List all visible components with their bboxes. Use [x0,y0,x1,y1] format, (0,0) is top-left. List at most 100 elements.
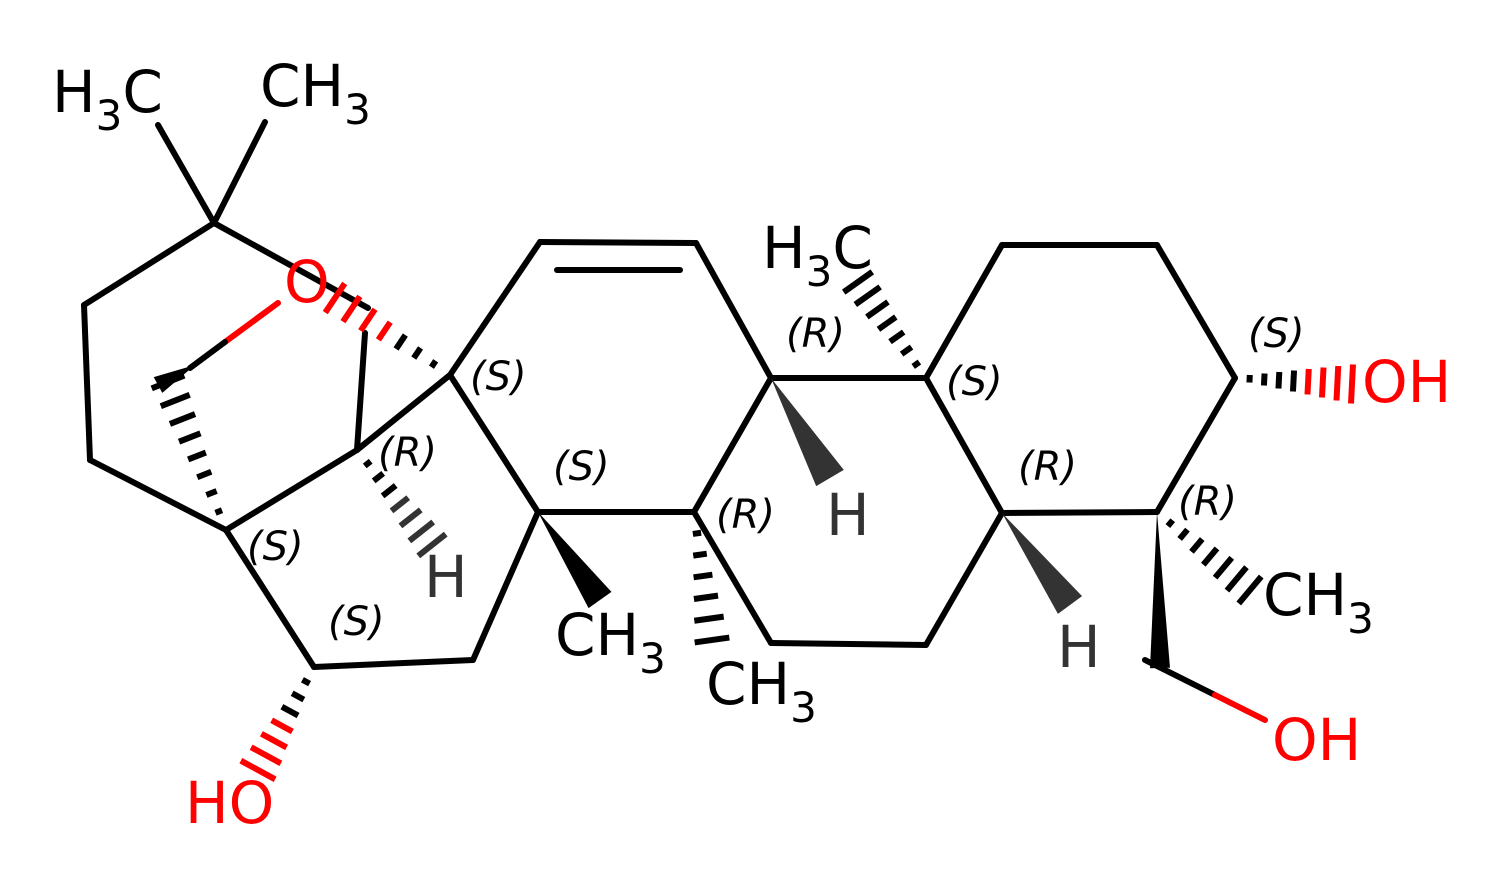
hashed-bond [692,529,702,537]
hashed-bond [1201,546,1220,567]
hashed-bond [1318,367,1327,398]
hashed-bond [375,320,393,342]
hashed-bond [322,281,348,315]
bond [470,509,541,663]
stereo-label: (S) [1248,311,1305,357]
hashed-bond [1333,365,1342,401]
atom-label-ch3: CH3 [706,650,817,732]
atom-label-ch3: CH3 [260,52,371,134]
hashed-bond [358,307,378,333]
bond [1154,375,1238,515]
bond [187,339,228,371]
wedge-bond [771,378,844,487]
atom-label-oh: OH [1362,348,1451,416]
bond [447,372,541,515]
bond [211,220,371,311]
bond [691,375,774,515]
hashed-bond [398,507,423,529]
atom-label-ho: HO [185,769,274,837]
hashed-bond [1289,370,1298,392]
bond [1154,242,1238,381]
bonds [81,119,1268,723]
hashed-bond [280,704,300,719]
bond [1212,692,1268,723]
hashed-bond [380,483,398,499]
hashed-bond [249,744,283,767]
stereo-label: (R) [378,430,437,476]
bond [311,657,476,670]
stereo-label: (S) [553,444,610,490]
bond [87,457,229,533]
hashed-bond [1304,368,1312,395]
bond [768,640,929,648]
stereo-label: (R) [716,492,775,538]
hashed-bond [407,519,436,544]
hashed-bond [1275,371,1283,389]
hashed-bond [205,488,218,498]
hashed-bond [911,359,922,369]
bond [693,240,774,381]
hashed-bond [290,690,306,703]
hashed-bond [888,329,906,345]
bond [354,330,368,453]
bond [354,372,453,453]
stereo-label: (R) [1018,444,1077,490]
hashed-bond [853,284,882,307]
hashed-bond [1348,364,1356,404]
hashed-bond [694,634,730,646]
bond [223,527,317,670]
hashed-bond [841,269,875,295]
atom-label-h: H [424,543,468,611]
hashed-bond [693,613,725,624]
bond [691,509,774,646]
bond [81,302,93,463]
atom-labels: H3C CH3 O H3C OH H H H CH3 CH3 CH3 OH HO [52,52,1451,837]
bond [999,509,1160,516]
atom-label-oh: OH [1272,706,1361,774]
hashed-bond [1189,537,1205,554]
bond [222,300,281,345]
wedge-bond [538,512,612,609]
hashed-bond [693,571,713,581]
atom-label-ch3: CH3 [1263,561,1374,643]
hashed-bond [1260,373,1268,386]
hashed-bond [1177,527,1190,541]
hashed-bond [362,458,373,469]
atom-label-o: O [284,248,330,316]
hashed-bond [214,507,224,516]
stereo-label: (S) [328,599,385,645]
atom-label-ch3: CH3 [555,601,666,683]
bond [211,119,268,226]
hashed-bond [428,359,439,369]
bond [447,239,543,378]
hashed-bond [259,731,289,751]
hashed-bond [168,411,197,427]
wedge-bond [1002,513,1083,614]
stereo-label: (R) [786,311,845,357]
hashed-bond [1224,565,1249,593]
hashed-bond [865,299,890,320]
hashed-bond [416,531,448,559]
bond [923,375,1005,516]
hashed-bond [899,344,914,357]
hashed-bond [159,392,191,409]
atom-label-h3c: H3C [52,58,163,140]
hashed-bond [1165,518,1176,528]
hashed-bond [177,430,202,445]
hashed-bond [300,677,312,687]
atom-label-h: H [1057,613,1101,681]
bond [155,122,217,226]
bond [923,242,1005,381]
hashed-bond [693,592,719,602]
atom-label-h3c: H3C [762,214,873,296]
stereo-label: (S) [470,354,527,400]
hashed-bond [1212,555,1235,580]
wedge-bond [1150,512,1170,669]
hashed-bond [876,314,898,332]
hashed-bond [270,717,294,735]
bond [923,510,1005,648]
bond [223,447,360,533]
hashed-bond [371,471,386,484]
